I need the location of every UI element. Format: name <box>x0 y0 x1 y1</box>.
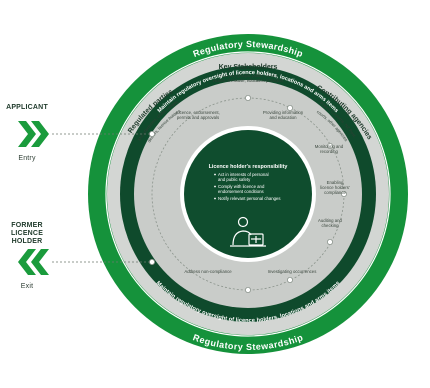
double-chevron-left-icon <box>18 249 49 275</box>
bullet-dot-3 <box>214 197 216 200</box>
bullet-dot-1 <box>214 173 216 176</box>
key-stakeholders-line2: victims of misuse, education providers <box>213 78 284 83</box>
core-responsibility-circle <box>184 130 312 258</box>
bullet-dot-2 <box>214 185 216 188</box>
core-bullet-3: Notify relevant personal changes <box>218 196 281 201</box>
activity-address-line1: Address non-compliance <box>184 269 232 274</box>
node-auditing <box>326 238 333 245</box>
activity-enabling-line3: compliance <box>324 190 346 195</box>
node-address <box>244 286 251 293</box>
exit-caption: Exit <box>20 283 34 290</box>
core-bullet-1: Act in interests of personal <box>218 172 269 177</box>
activity-licence-line2: permits and approvals <box>177 115 219 120</box>
core-title: Licence holder's responsibility <box>209 164 288 170</box>
person-at-desk-icon <box>230 216 266 247</box>
activity-monitoring-line1: Monitoring and <box>315 144 344 149</box>
node-info <box>286 105 293 112</box>
former-label-line2: LICENCE <box>10 230 44 237</box>
node-monitoring <box>326 142 333 149</box>
core-bullet-1b: and public safety <box>218 177 251 182</box>
node-licence <box>244 95 251 102</box>
entry-caption: Entry <box>18 155 36 162</box>
node-enabling <box>340 190 347 197</box>
node-investigating <box>286 276 293 283</box>
activity-auditing-line2: checking <box>322 223 340 228</box>
activity-info-line1: Providing information <box>263 110 304 115</box>
key-stakeholders-line1: Advocacy groups, public, media, <box>218 73 278 78</box>
core-bullet-2: Comply with licence and <box>218 184 265 189</box>
applicant-label: APPLICANT <box>6 104 48 111</box>
activity-info-line2: and education <box>270 115 298 120</box>
activity-monitoring-line2: recording <box>320 149 339 154</box>
activity-licence-line1: Licence, endorsement, <box>176 110 219 115</box>
former-label-line1: FORMER <box>11 222 43 229</box>
double-chevron-right-icon <box>18 121 49 147</box>
activity-nodes <box>148 95 347 293</box>
activity-enabling-line1: Enabling <box>327 180 344 185</box>
core-bullet-2b: endorsement conditions <box>218 189 264 194</box>
outer-ring-white-edge <box>105 51 391 337</box>
activity-investigating-line1: Investigating occurrences <box>268 269 317 274</box>
former-label-line3: HOLDER <box>11 238 43 245</box>
activity-enabling-line2: licence holders' <box>320 185 350 190</box>
core-bullets: Act in interests of personal and public … <box>214 172 281 201</box>
key-stakeholders-title: Key Stakeholders <box>219 64 278 71</box>
activity-auditing-line1: Auditing and <box>318 218 343 223</box>
